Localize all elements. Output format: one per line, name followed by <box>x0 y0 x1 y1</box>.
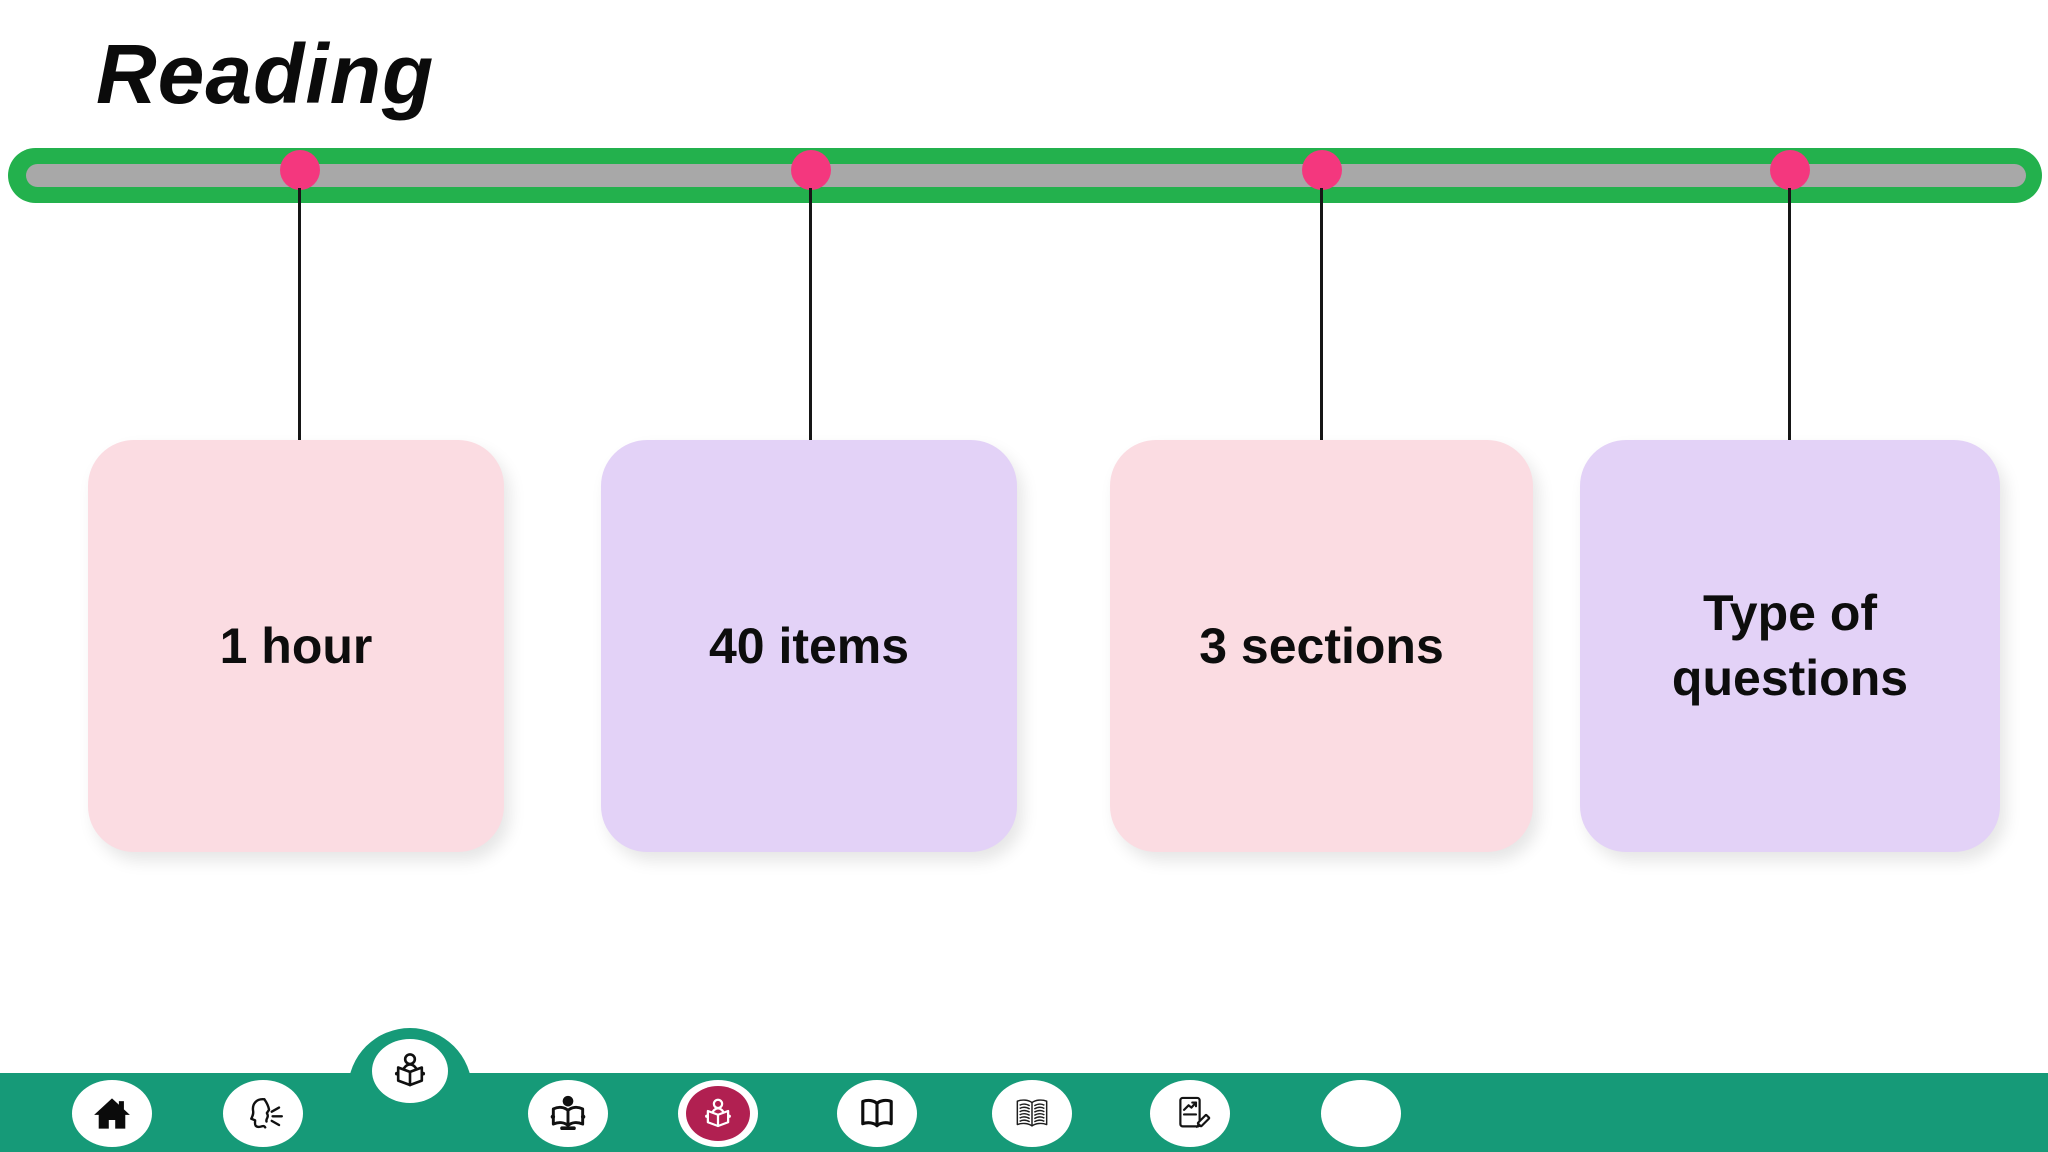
open-book-icon <box>861 1098 893 1127</box>
nav-item-reading-study[interactable] <box>528 1080 608 1147</box>
card-duration-label: 1 hour <box>219 617 373 674</box>
card-items-label: 40 items <box>708 617 910 674</box>
timeline-stem-2 <box>809 188 812 442</box>
report-pencil-icon <box>1179 1096 1211 1128</box>
timeline-dot-2 <box>791 150 831 190</box>
timeline-dot-1 <box>280 150 320 190</box>
page-title: Reading <box>96 27 435 121</box>
timeline-stem-1 <box>298 188 301 442</box>
card-question-types-label: Type of questions <box>1671 585 1909 706</box>
card-items: 40 items <box>601 440 1017 852</box>
reading-badge <box>686 1086 750 1141</box>
timeline-dot-4 <box>1770 150 1810 190</box>
timeline-track <box>26 164 2026 187</box>
nav-item-speaking[interactable] <box>223 1080 303 1147</box>
nav-item-report[interactable] <box>1150 1080 1230 1147</box>
card-question-types: Type of questions <box>1580 440 2000 852</box>
timeline-stem-4 <box>1788 188 1791 442</box>
nav-item-book-pages[interactable] <box>992 1080 1072 1147</box>
book-pages-icon <box>1016 1098 1048 1127</box>
card-duration: 1 hour <box>88 440 504 852</box>
card-sections: 3 sections <box>1110 440 1533 852</box>
timeline-stem-3 <box>1320 188 1323 442</box>
card-sections-label: 3 sections <box>1199 617 1444 674</box>
reading-study-icon <box>550 1095 586 1130</box>
nav-item-open-book[interactable] <box>837 1080 917 1147</box>
reading-person-icon <box>393 1053 427 1087</box>
nav-item-reading-badge[interactable] <box>678 1080 758 1147</box>
reading-badge-icon <box>703 1098 733 1127</box>
timeline-dot-3 <box>1302 150 1342 190</box>
speaking-icon <box>250 1097 283 1129</box>
nav-item-blank[interactable] <box>1321 1080 1401 1147</box>
nav-item-home[interactable] <box>72 1080 152 1147</box>
nav-item-reading-active[interactable] <box>372 1039 448 1103</box>
home-icon <box>94 1097 130 1129</box>
